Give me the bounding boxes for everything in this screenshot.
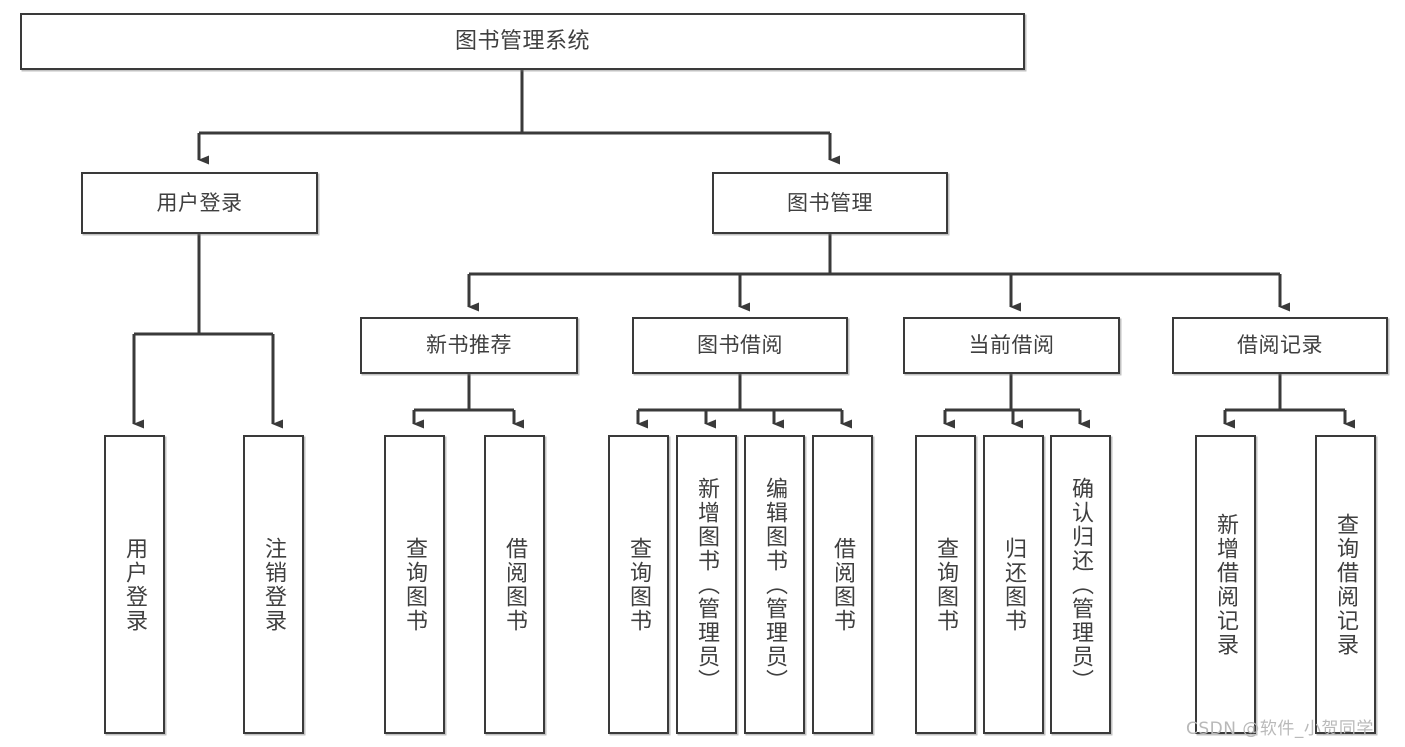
node-new-book-recommend[interactable]: 新书推荐 <box>360 317 578 374</box>
node-label: 新增图书（管理员） <box>694 476 720 693</box>
node-leaf-user-login[interactable]: 用户登录 <box>104 435 165 734</box>
node-book-management[interactable]: 图书管理 <box>712 172 948 234</box>
node-label: 归还图书 <box>1001 536 1027 633</box>
node-leaf-borrow-book[interactable]: 借阅图书 <box>812 435 873 734</box>
node-label: 确认归还（管理员） <box>1068 476 1094 693</box>
node-label: 注销登录 <box>261 536 287 633</box>
node-leaf-confirm-return-admin[interactable]: 确认归还（管理员） <box>1050 435 1111 734</box>
node-label: 新增借阅记录 <box>1213 512 1239 657</box>
node-label: 借阅记录 <box>1237 333 1323 358</box>
node-leaf-borrow-book-recommend[interactable]: 借阅图书 <box>484 435 545 734</box>
node-leaf-add-borrow-record[interactable]: 新增借阅记录 <box>1195 435 1256 734</box>
node-label: 借阅图书 <box>502 536 528 633</box>
node-label: 新书推荐 <box>426 333 512 358</box>
node-leaf-edit-book-admin[interactable]: 编辑图书（管理员） <box>744 435 805 734</box>
node-label: 查询图书 <box>402 536 428 633</box>
node-label: 用户登录 <box>122 536 148 633</box>
node-label: 图书借阅 <box>697 333 783 358</box>
watermark-text: CSDN @软件_小贺同学 <box>1186 719 1374 739</box>
node-borrow-record[interactable]: 借阅记录 <box>1172 317 1388 374</box>
node-leaf-logout-login[interactable]: 注销登录 <box>243 435 304 734</box>
node-leaf-query-book-recommend[interactable]: 查询图书 <box>384 435 445 734</box>
node-leaf-query-borrow-record[interactable]: 查询借阅记录 <box>1315 435 1376 734</box>
node-book-borrow[interactable]: 图书借阅 <box>632 317 848 374</box>
node-label: 查询图书 <box>933 536 959 633</box>
node-current-borrow[interactable]: 当前借阅 <box>903 317 1120 374</box>
node-leaf-query-book-current[interactable]: 查询图书 <box>915 435 976 734</box>
node-label: 编辑图书（管理员） <box>762 476 788 693</box>
node-label: 用户登录 <box>156 190 243 215</box>
node-label: 查询借阅记录 <box>1333 512 1359 657</box>
node-label: 图书管理 <box>787 190 873 215</box>
node-label: 当前借阅 <box>968 333 1055 358</box>
node-leaf-query-book-borrow[interactable]: 查询图书 <box>608 435 669 734</box>
node-label: 查询图书 <box>626 536 652 633</box>
node-label: 图书管理系统 <box>454 28 590 54</box>
node-book-management-system[interactable]: 图书管理系统 <box>20 13 1025 70</box>
node-leaf-add-book-admin[interactable]: 新增图书（管理员） <box>676 435 737 734</box>
node-user-login[interactable]: 用户登录 <box>81 172 318 234</box>
node-label: 借阅图书 <box>830 536 856 633</box>
node-leaf-return-book[interactable]: 归还图书 <box>983 435 1044 734</box>
